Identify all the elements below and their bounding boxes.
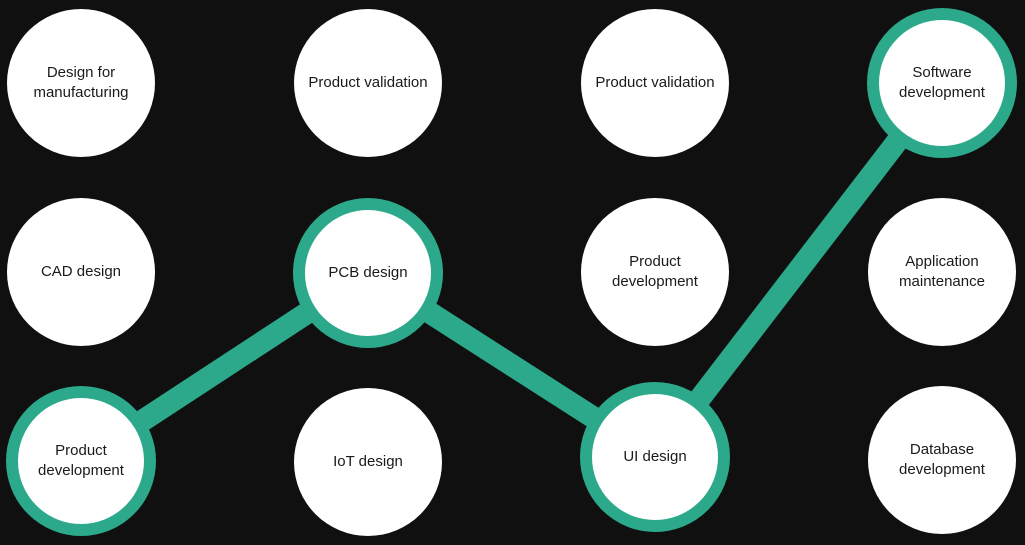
node-label: Software development	[899, 64, 985, 101]
node-ui-design[interactable]: UI design	[580, 382, 730, 532]
node-label: Product development	[612, 253, 698, 290]
node-label: IoT design	[333, 453, 403, 470]
node-label: Application maintenance	[899, 253, 985, 290]
node-label: CAD design	[40, 263, 122, 280]
node-product-development-mid[interactable]: Product development	[581, 198, 729, 346]
node-software-development[interactable]: Software development	[867, 8, 1017, 158]
node-label: UI design	[623, 448, 687, 465]
node-pcb-design[interactable]: PCB design	[293, 198, 443, 348]
node-label: Product validation	[595, 74, 715, 91]
node-label: Database development	[899, 441, 985, 478]
node-label: Product development	[38, 442, 124, 479]
node-cad-design[interactable]: CAD design	[7, 198, 155, 346]
node-product-validation-2[interactable]: Product validation	[581, 9, 729, 157]
node-label: PCB design	[328, 264, 408, 281]
node-product-validation-1[interactable]: Product validation	[294, 9, 442, 157]
node-database-development[interactable]: Database development	[868, 386, 1016, 534]
node-application-maintenance[interactable]: Application maintenance	[868, 198, 1016, 346]
node-iot-design[interactable]: IoT design	[294, 388, 442, 536]
node-label: Product validation	[308, 74, 428, 91]
node-product-development-start[interactable]: Product development	[6, 386, 156, 536]
node-label: Design for manufacturing	[33, 64, 129, 101]
node-design-for-manufacturing[interactable]: Design for manufacturing	[7, 9, 155, 157]
connector-segment-3	[646, 76, 951, 464]
